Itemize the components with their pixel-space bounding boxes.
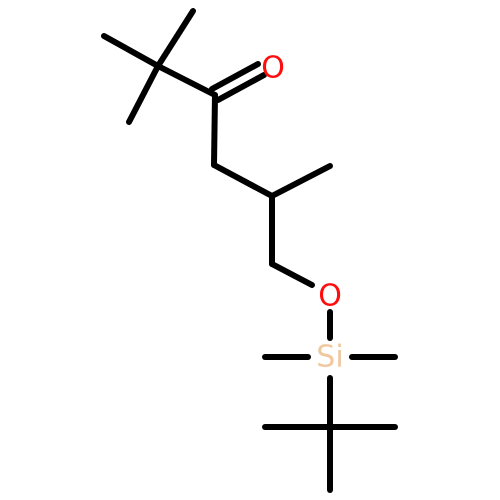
- bond-ch2-ether-oxygen: [269, 261, 315, 288]
- bond-carbonyl-double-1: [209, 61, 261, 92]
- bond-ch-methyl: [269, 163, 333, 199]
- bond-carbonyl-double-2: [215, 72, 267, 103]
- bond-ch2-ch: [211, 162, 275, 199]
- bond-carbonyl-ch2: [211, 92, 218, 168]
- bond-methyl-a-quaternary: [101, 33, 161, 69]
- carbonyl-oxygen-label: O: [261, 51, 285, 86]
- silicon-label: Si: [316, 340, 343, 375]
- bond-quaternary-carbonyl: [155, 63, 218, 98]
- bond-methyl-c-quaternary: [126, 63, 161, 125]
- ether-oxygen-label: O: [318, 279, 342, 314]
- bond-methyl-b-quaternary: [155, 8, 196, 69]
